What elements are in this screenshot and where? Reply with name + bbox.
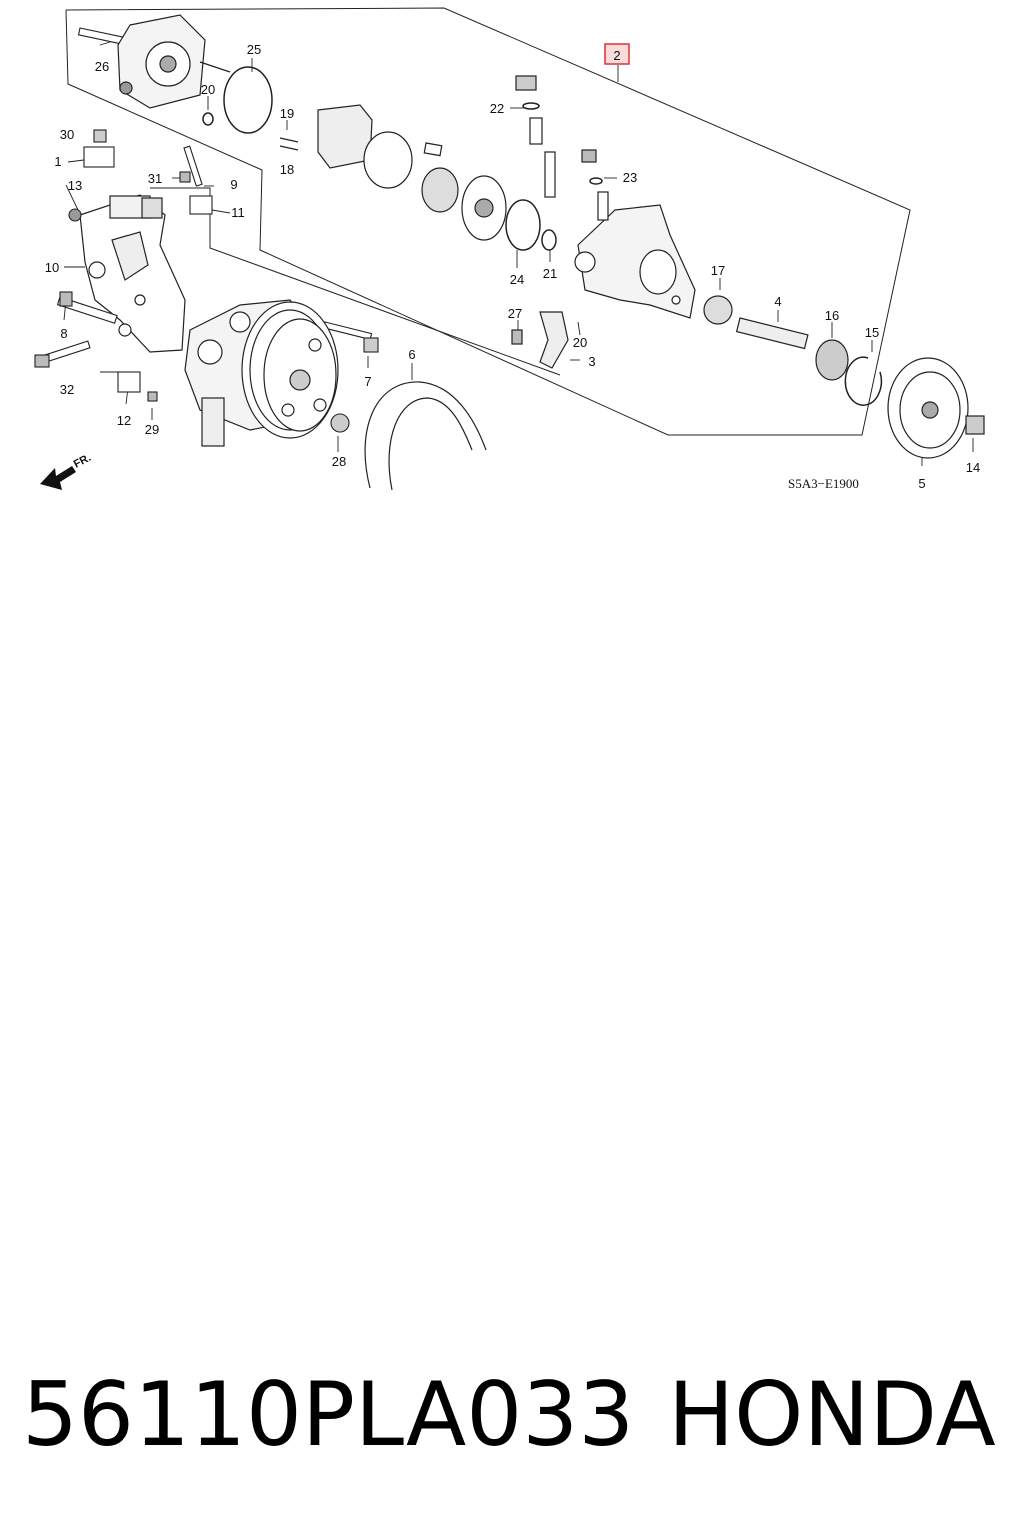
callout-label: 20 bbox=[201, 82, 215, 97]
callout-label: 20 bbox=[573, 335, 587, 350]
callout-label: 19 bbox=[280, 106, 294, 121]
callout-label: 8 bbox=[60, 326, 67, 341]
callout-label: 17 bbox=[711, 263, 725, 278]
callout-label: 6 bbox=[408, 347, 415, 362]
callout-label: 18 bbox=[280, 162, 294, 177]
callout-label: 10 bbox=[45, 260, 59, 275]
callout-label: 4 bbox=[774, 294, 781, 309]
callout-label: 25 bbox=[247, 42, 261, 57]
callout-label: 12 bbox=[117, 413, 131, 428]
front-direction-label: FR. bbox=[72, 452, 93, 471]
pump-assembly-illustration bbox=[184, 299, 339, 447]
parts-diagram: 2 1 3 4 5 6 7 8 9 10 11 12 13 14 15 16 1… bbox=[34, 7, 985, 491]
callout-label: 32 bbox=[60, 382, 74, 397]
callout-label: 11 bbox=[231, 205, 245, 220]
drawing-code: S5A3−E1900 bbox=[788, 476, 859, 491]
callout-label: 7 bbox=[364, 374, 371, 389]
highlight-box bbox=[604, 43, 630, 65]
callout-label: 24 bbox=[510, 272, 524, 287]
callout-label: 29 bbox=[145, 422, 159, 437]
callout-label: 23 bbox=[623, 170, 637, 185]
callout-label: 1 bbox=[54, 154, 61, 169]
pump-body-illustration bbox=[515, 75, 696, 319]
mounting-bracket bbox=[79, 194, 186, 353]
callout-label: 3 bbox=[588, 354, 595, 369]
assembly-outline bbox=[65, 7, 911, 436]
callout-label: 2 bbox=[613, 48, 620, 63]
callout-label: 26 bbox=[95, 59, 109, 74]
callout-labels: 2 1 3 4 5 6 7 8 9 10 11 12 13 14 15 16 1… bbox=[45, 42, 980, 491]
callout-label: 16 bbox=[825, 308, 839, 323]
drive-belt bbox=[364, 381, 487, 491]
part-number: 56110PLA033 bbox=[22, 1363, 635, 1466]
callout-label: 31 bbox=[148, 171, 162, 186]
bracket-fasteners bbox=[34, 27, 379, 433]
callout-label: 13 bbox=[68, 178, 82, 193]
caption-row: 56110PLA033 HONDA bbox=[0, 1360, 1024, 1470]
callout-label: 30 bbox=[60, 127, 74, 142]
seals-and-rings bbox=[202, 66, 883, 406]
pump-cover bbox=[117, 14, 231, 109]
callout-label: 21 bbox=[543, 266, 557, 281]
callout-label: 27 bbox=[508, 306, 522, 321]
front-direction-arrow bbox=[40, 466, 76, 490]
callout-label: 5 bbox=[918, 476, 925, 491]
brand-name: HONDA bbox=[668, 1363, 996, 1466]
callout-label: 14 bbox=[966, 460, 980, 475]
callout-label: 9 bbox=[230, 177, 237, 192]
callout-label: 28 bbox=[332, 454, 346, 469]
callout-label: 15 bbox=[865, 325, 879, 340]
internal-parts bbox=[279, 104, 507, 241]
shaft-and-pulley bbox=[511, 295, 985, 459]
callout-label: 22 bbox=[490, 101, 504, 116]
